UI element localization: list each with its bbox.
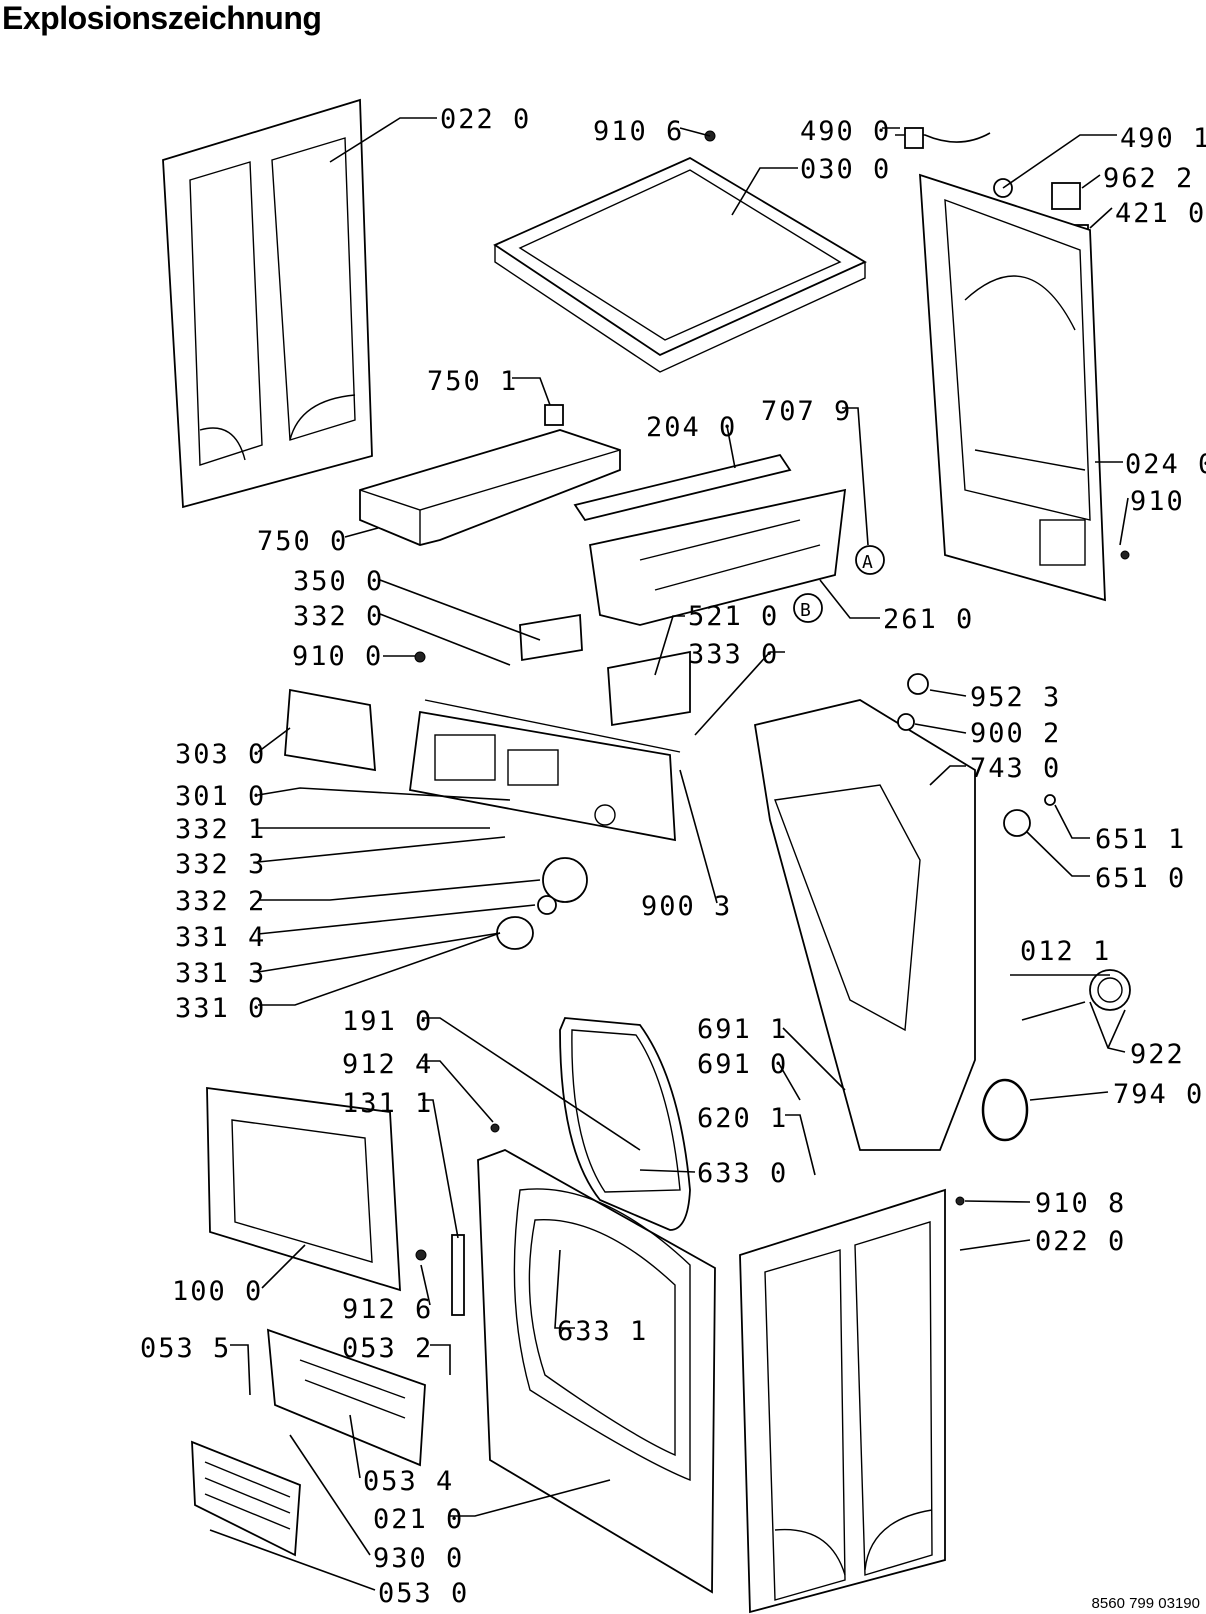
label-053-0: 053 0	[378, 1578, 469, 1609]
door-seal	[559, 1017, 691, 1231]
label-332-1: 332 1	[175, 814, 266, 845]
label-332-2: 332 2	[175, 886, 266, 917]
label-053-5: 053 5	[140, 1333, 231, 1364]
label-952-3: 952 3	[970, 682, 1061, 713]
part-900-2	[897, 713, 915, 731]
power-cord	[895, 127, 991, 149]
document-number: 8560 799 03190	[1091, 1595, 1200, 1612]
kick-plate	[266, 1328, 426, 1467]
label-691-0: 691 0	[697, 1049, 788, 1080]
label-912-6: 912 6	[342, 1294, 433, 1325]
fan-wheel	[1089, 969, 1131, 1011]
label-930-0: 930 0	[373, 1543, 464, 1574]
marker-a-circle	[855, 545, 885, 575]
screw-910-1	[1120, 550, 1130, 560]
label-750-0: 750 0	[257, 526, 348, 557]
label-261-0: 261 0	[883, 604, 974, 635]
label-900-3: 900 3	[641, 891, 732, 922]
drawer-303	[284, 688, 376, 772]
label-490-1: 490 1	[1120, 123, 1206, 154]
label-053-4: 053 4	[363, 1466, 454, 1497]
part-952-3	[907, 673, 929, 695]
marker-b-circle	[793, 593, 823, 623]
part-962-2	[1051, 182, 1081, 210]
upper-duct	[359, 429, 621, 546]
part-651-1	[1044, 794, 1056, 806]
control-board-bracket	[607, 650, 691, 727]
label-743-0: 743 0	[970, 753, 1061, 784]
label-651-0: 651 0	[1095, 863, 1186, 894]
screw-910-8	[955, 1196, 965, 1206]
label-620-1: 620 1	[697, 1103, 788, 1134]
label-331-4: 331 4	[175, 922, 266, 953]
label-022-0-top: 022 0	[440, 104, 531, 135]
filter-housing	[573, 453, 847, 626]
hinge-131-1	[451, 1234, 465, 1316]
label-053-2: 053 2	[342, 1333, 433, 1364]
label-922-1: 922 1	[1130, 1039, 1206, 1070]
label-191-0: 191 0	[342, 1006, 433, 1037]
label-012-1: 012 1	[1020, 936, 1111, 967]
label-332-0: 332 0	[293, 601, 384, 632]
label-332-3: 332 3	[175, 849, 266, 880]
label-301-0: 301 0	[175, 781, 266, 812]
pcb-350	[519, 613, 583, 662]
right-side-panel	[739, 1188, 946, 1614]
knob-331-4	[537, 895, 557, 915]
label-022-0-bottom: 022 0	[1035, 1226, 1126, 1257]
front-panel	[477, 1149, 716, 1594]
top-cover	[493, 156, 867, 373]
marker-b: B	[800, 600, 811, 621]
label-910-6: 910 6	[593, 116, 684, 147]
label-707-9: 707 9	[761, 396, 852, 427]
inner-frame	[206, 1086, 401, 1292]
screw-912-4	[490, 1123, 500, 1133]
front-housing	[753, 699, 976, 1151]
label-421-0: 421 0	[1115, 198, 1206, 229]
label-021-0: 021 0	[373, 1504, 464, 1535]
page-title: Explosionszeichnung	[2, 0, 322, 36]
label-900-2: 900 2	[970, 718, 1061, 749]
label-521-0: 521 0	[688, 601, 779, 632]
screw-912-6	[415, 1249, 427, 1261]
label-912-4: 912 4	[342, 1049, 433, 1080]
knob-331-0	[496, 916, 534, 950]
label-910-8: 910 8	[1035, 1188, 1126, 1219]
knob-dial-332-2	[542, 857, 588, 903]
label-633-1: 633 1	[557, 1316, 648, 1347]
label-030-0: 030 0	[800, 154, 891, 185]
part-750-1	[544, 404, 564, 426]
label-490-0: 490 0	[800, 116, 891, 147]
label-350-0: 350 0	[293, 566, 384, 597]
control-panel	[408, 699, 681, 842]
label-633-0: 633 0	[697, 1158, 788, 1189]
position-labels: 022 0 910 6 490 0 490 1 030 0 962 2 421 …	[140, 104, 1206, 1609]
label-794-0: 794 0	[1113, 1079, 1204, 1110]
label-750-1: 750 1	[427, 366, 518, 397]
label-131-1: 131 1	[342, 1088, 433, 1119]
left-side-panel	[162, 98, 373, 509]
drive-belt	[981, 1078, 1029, 1142]
leader-lines	[209, 117, 1129, 1591]
label-962-2: 962 2	[1103, 163, 1194, 194]
label-910-1: 910 1	[1130, 486, 1206, 517]
label-691-1: 691 1	[697, 1014, 788, 1045]
marker-a: A	[862, 552, 873, 573]
label-303-0: 303 0	[175, 739, 266, 770]
part-651-0	[1003, 809, 1031, 837]
label-331-3: 331 3	[175, 958, 266, 989]
grille	[191, 1440, 301, 1557]
rear-panel	[919, 173, 1106, 602]
label-100-0: 100 0	[172, 1276, 263, 1307]
label-333-0: 333 0	[688, 639, 779, 670]
label-651-1: 651 1	[1095, 824, 1186, 855]
label-331-0: 331 0	[175, 993, 266, 1024]
label-024-0: 024 0	[1125, 449, 1206, 480]
label-910-0: 910 0	[292, 641, 383, 672]
screw-910-0	[414, 651, 426, 663]
label-204-0: 204 0	[646, 412, 737, 443]
